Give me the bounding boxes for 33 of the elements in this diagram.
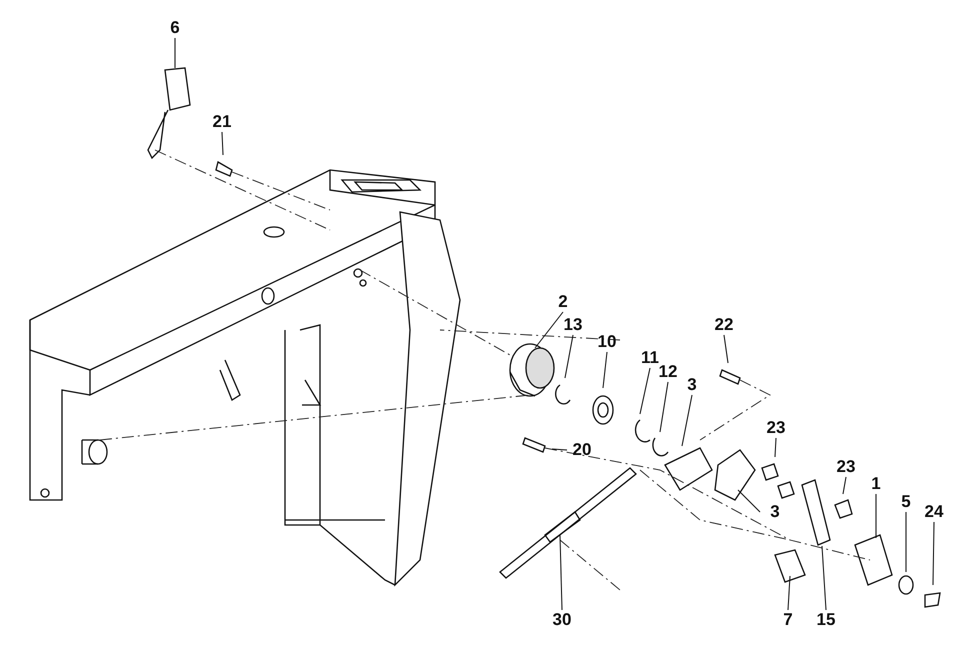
leader-line: [738, 490, 760, 512]
leader-line: [774, 438, 776, 458]
leader-line: [788, 576, 790, 610]
callout-number: 6: [160, 18, 190, 38]
leader-line: [724, 334, 728, 364]
leader-line: [222, 132, 224, 156]
callout-number: 3: [760, 502, 790, 522]
leader-line: [602, 352, 608, 388]
callout-number: 13: [558, 315, 588, 335]
callout-number: 1: [861, 474, 891, 494]
callout-number: 23: [761, 418, 791, 438]
leader-line: [682, 394, 692, 446]
leader-line: [640, 368, 650, 414]
leader-line: [660, 382, 668, 432]
leader-line: [552, 448, 568, 450]
leader-line: [932, 522, 934, 586]
callout-number: 10: [592, 332, 622, 352]
callout-number: 15: [811, 610, 841, 630]
callout-number: 24: [919, 502, 949, 522]
callout-number: 2: [548, 292, 578, 312]
leader-line: [564, 334, 574, 378]
callout-number: 5: [891, 492, 921, 512]
callout-number: 21: [207, 112, 237, 132]
callout-number: 30: [547, 610, 577, 630]
callout-number: 20: [567, 440, 597, 460]
callout-number: 7: [773, 610, 803, 630]
callout-number: 23: [831, 457, 861, 477]
leader-line: [534, 312, 564, 348]
callout-number: 22: [709, 315, 739, 335]
leader-line: [822, 546, 826, 610]
leader-line: [174, 38, 176, 68]
leader-line: [560, 534, 562, 610]
leader-line: [842, 476, 846, 494]
